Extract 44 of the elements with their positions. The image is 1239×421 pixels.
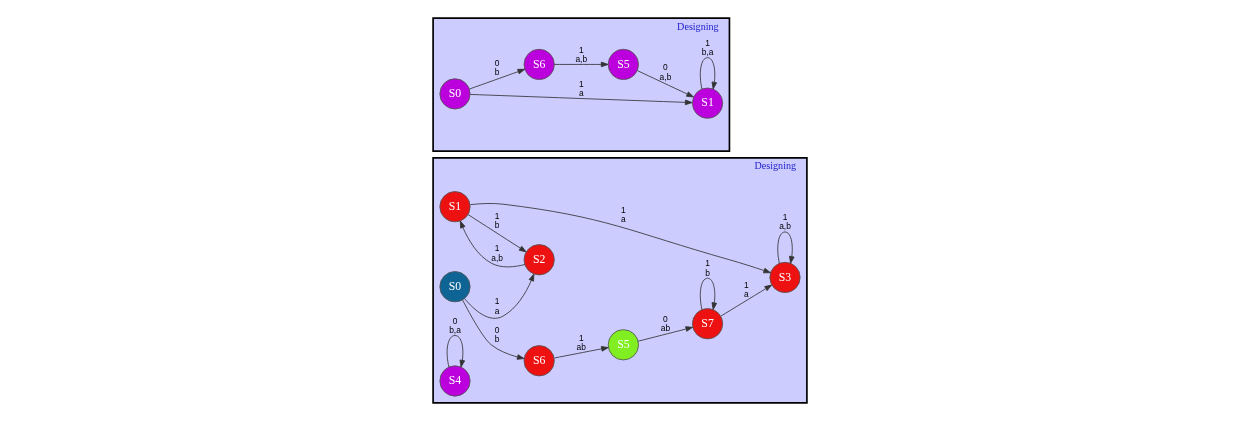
edge-label: 0 ab	[660, 314, 670, 334]
arrow	[469, 94, 692, 106]
edge-label: 1 b,a	[701, 37, 713, 58]
arrow	[636, 70, 694, 98]
arrow	[699, 57, 717, 90]
node-circle: S4	[438, 365, 471, 397]
arrow	[467, 214, 527, 253]
arrow	[461, 299, 524, 360]
node-circle: S3	[768, 261, 801, 293]
arrow	[463, 273, 534, 319]
arrow	[553, 346, 609, 359]
arrow	[699, 277, 717, 310]
arrow	[720, 284, 772, 317]
edge-label: 1 b	[704, 258, 710, 278]
edge-label: 1 ab	[576, 332, 586, 352]
arrow	[468, 68, 525, 90]
edge-label: 0 b	[494, 58, 499, 78]
edge-label: 1 a	[494, 296, 499, 316]
node-circle: S2	[523, 244, 555, 276]
node-circle: S5	[607, 329, 639, 361]
node-circle: S0	[438, 271, 471, 303]
node-circle: S6	[523, 345, 555, 377]
node-circle: S1	[691, 87, 723, 119]
edge-label: 0 b	[494, 324, 499, 345]
node-circle: S0	[438, 78, 471, 110]
arrow	[446, 335, 465, 368]
arrow	[469, 203, 771, 274]
edge-label: 1 b	[494, 210, 499, 230]
edge-label: 1 a	[620, 204, 626, 224]
node-circle: S1	[438, 191, 471, 223]
arrow	[637, 326, 693, 342]
edge-label: 1 a	[578, 79, 584, 99]
node-circle: S5	[607, 48, 639, 80]
edge-label: 1 a,b	[574, 44, 587, 64]
edge-label: 1 a	[743, 279, 749, 299]
edge-label: 0 b,a	[448, 315, 461, 335]
edge-label: 0 a,b	[659, 62, 671, 82]
arrow	[459, 220, 525, 268]
node-circle: S6	[523, 48, 555, 80]
edge-label: 1 a,b	[490, 243, 503, 263]
node-circle: S7	[691, 308, 723, 340]
arrow	[776, 231, 794, 264]
arrow	[553, 61, 608, 68]
edge-label: 1 a,b	[778, 212, 791, 232]
